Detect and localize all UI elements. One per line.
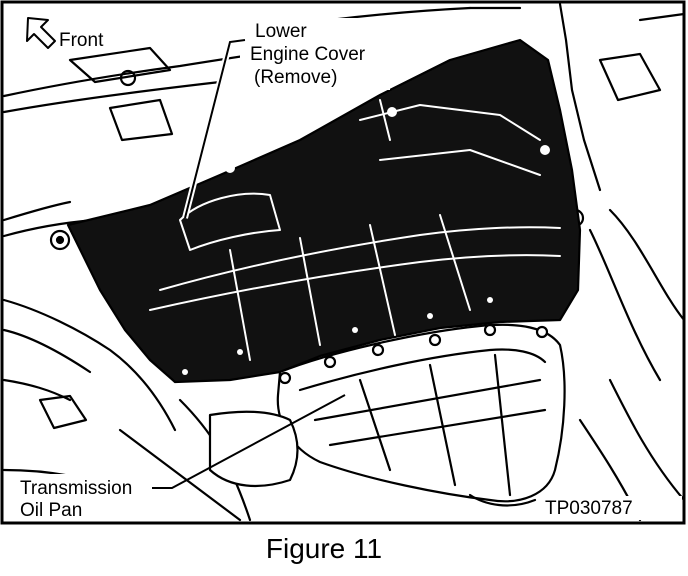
crossmember [208, 410, 299, 488]
callout-engine-cover-line-3: (Remove) [254, 67, 337, 88]
up-left-arrow-icon [26, 17, 56, 49]
direction-indicator: Front [26, 17, 104, 51]
callout-engine-cover-line-2: Engine Cover [250, 44, 366, 65]
figure-caption: Figure 11 [266, 533, 382, 564]
callout-engine-cover-line-1: Lower [255, 21, 307, 42]
lower-engine-cover [66, 38, 582, 384]
callout-transmission-oil-pan: Transmission Oil Pan [14, 394, 346, 521]
figure-code: TP030787 [545, 498, 633, 519]
callout-oil-pan-line-2: Oil Pan [20, 500, 82, 521]
callout-oil-pan-line-1: Transmission [20, 478, 132, 499]
leader-line-oil-pan [152, 394, 346, 489]
transmission-oil-pan [276, 323, 566, 507]
illustration [2, 2, 686, 522]
callout-lower-engine-cover: Lower Engine Cover (Remove) [182, 18, 390, 219]
front-label: Front [59, 30, 104, 51]
